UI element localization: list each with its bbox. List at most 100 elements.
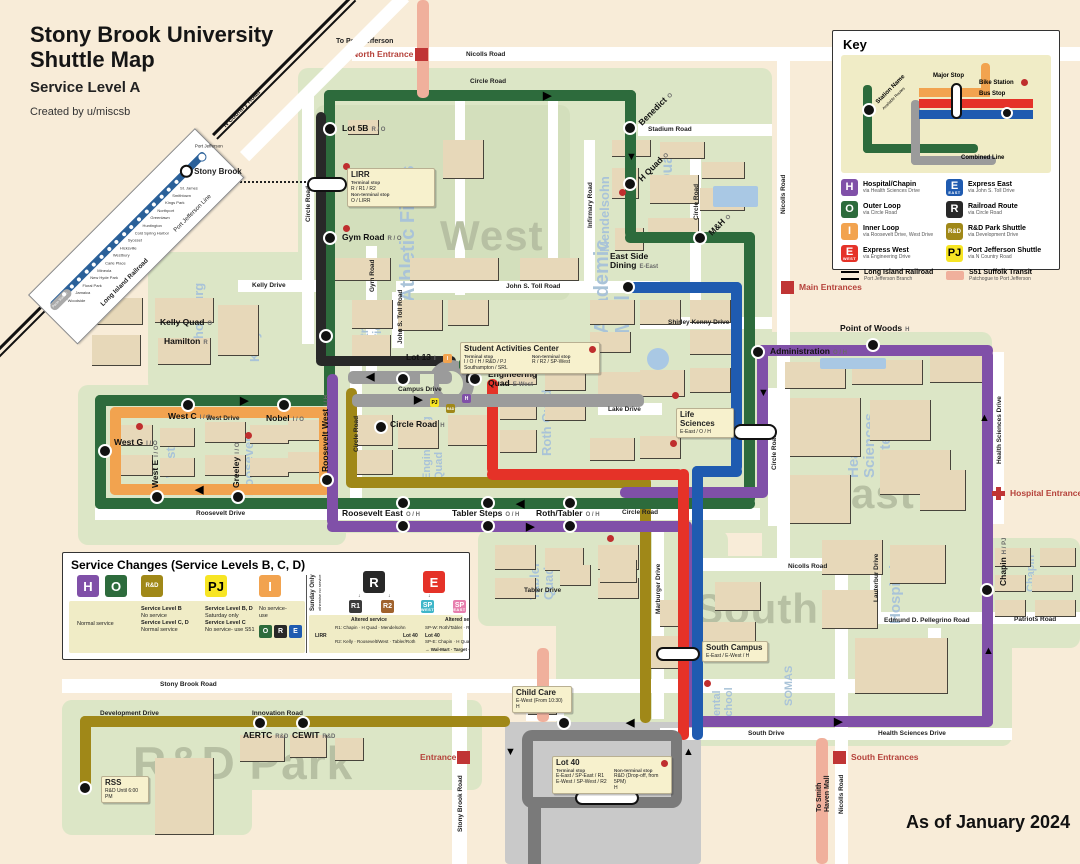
lirr-station-name: Mineola xyxy=(97,267,112,273)
stop-dot-engineering-quad[interactable] xyxy=(468,372,482,386)
building xyxy=(155,758,214,835)
direction-arrow: ▲ xyxy=(983,645,994,657)
stop-dot-m-h[interactable] xyxy=(693,231,707,245)
route-segment-rd xyxy=(346,388,357,486)
stop-dot-h-quad[interactable] xyxy=(623,177,637,191)
street-label: John S. Toll Road xyxy=(397,289,404,344)
sc-text: Altered service xyxy=(351,617,387,623)
lirr-station-name: Carle Place xyxy=(105,260,126,266)
direction-arrow: ▶ xyxy=(414,394,423,406)
entrance-marker xyxy=(833,751,846,764)
key-panel: Key Station Name Available Routes Major … xyxy=(832,30,1060,281)
stop-dot-roosevelt-east[interactable] xyxy=(396,519,410,533)
major-stop-pill-lirr[interactable] xyxy=(307,177,347,192)
route-segment-h xyxy=(327,374,338,526)
stop-dot-west-g[interactable] xyxy=(98,444,112,458)
street-label: Health Sciences Drive xyxy=(878,730,946,737)
street-label: Circle Road xyxy=(470,78,507,85)
building xyxy=(352,450,393,475)
stop-dot-nobel[interactable] xyxy=(277,398,291,412)
stop-label-roosevelt-west: Roosevelt WestI / H xyxy=(320,394,330,472)
stop-dot-chapin[interactable] xyxy=(980,583,994,597)
key-diagram: Station Name Available Routes Major Stop… xyxy=(841,55,1051,173)
street-label: Health Sciences Drive xyxy=(996,396,1003,464)
route-segment-rd xyxy=(640,477,651,723)
stop-dot-administration[interactable] xyxy=(751,345,765,359)
route-segment-h xyxy=(757,345,768,497)
building xyxy=(443,140,484,179)
street-label: Gym Road xyxy=(369,259,376,292)
route-segment-o xyxy=(625,232,755,243)
stop-dot-gym-road[interactable] xyxy=(323,231,337,245)
stop-dot-west-c[interactable] xyxy=(181,398,195,412)
route-segment-o xyxy=(95,498,755,509)
sc-text: Altered service xyxy=(445,617,470,623)
sc-badge: R xyxy=(363,571,385,593)
road xyxy=(584,140,595,292)
stop-dot-tabler-steps[interactable] xyxy=(481,519,495,533)
building xyxy=(205,422,246,443)
entrance-label: South Entrances xyxy=(851,752,919,762)
key-station-dot xyxy=(862,103,876,117)
stop-dot-tabler-steps[interactable] xyxy=(481,496,495,510)
bike-station-dot xyxy=(343,225,350,232)
street-label: Circle Road xyxy=(693,183,700,220)
key-bike-dot xyxy=(1021,79,1028,86)
building xyxy=(1035,600,1076,617)
bike-station-dot xyxy=(245,432,252,439)
stop-dot-west-e[interactable] xyxy=(150,490,164,504)
sc-text: ↓ xyxy=(388,593,391,599)
major-stop-pill-life-sciences[interactable] xyxy=(733,424,777,440)
stop-dot-roosevelt-east[interactable] xyxy=(396,496,410,510)
direction-arrow: ▶ xyxy=(240,395,249,407)
stop-dot-east-side-dining[interactable] xyxy=(621,280,635,294)
stop-dot-circle-road[interactable] xyxy=(374,420,388,434)
stop-dot-greeley[interactable] xyxy=(231,490,245,504)
sac-route-bullet-H: H xyxy=(462,394,471,403)
stop-label-greeley: GreeleyI / O xyxy=(231,442,241,488)
key-combined-line-label: Combined Line xyxy=(961,155,1005,161)
stop-dot-roth-tabler[interactable] xyxy=(563,519,577,533)
road xyxy=(62,679,942,693)
stop-dot-aertc[interactable] xyxy=(253,716,267,730)
road xyxy=(660,728,1012,740)
lirr-station-name: Greenlawn xyxy=(150,215,170,221)
sc-badge-RD: R&D xyxy=(141,575,163,597)
lirr-station-name: Huntington xyxy=(142,222,162,228)
sc-text: ↓ xyxy=(358,593,361,599)
direction-arrow: ▶ xyxy=(543,90,552,102)
stop-dot-lot-13[interactable] xyxy=(396,372,410,386)
stop-dot-roosevelt-west[interactable] xyxy=(320,473,334,487)
lirr-station-name: Syosset xyxy=(127,237,142,243)
stop-dot-kelly-quad[interactable] xyxy=(319,329,333,343)
building xyxy=(160,458,195,477)
sc-badge: E xyxy=(423,571,445,593)
stop-dot-point-of-woods[interactable] xyxy=(866,338,880,352)
direction-arrow: ▲ xyxy=(979,412,990,424)
key-heading: Key xyxy=(843,37,867,52)
stop-dot-roth-tabler[interactable] xyxy=(563,496,577,510)
stop-dot-cewit[interactable] xyxy=(296,716,310,730)
building xyxy=(410,258,499,281)
building xyxy=(500,430,537,453)
major-stop-pill-south-campus[interactable] xyxy=(656,647,700,661)
stop-dot[interactable] xyxy=(78,781,92,795)
stop-dot-lot-5b[interactable] xyxy=(323,122,337,136)
sc-badge-H: H xyxy=(77,575,99,597)
road xyxy=(95,508,760,520)
building xyxy=(650,175,699,204)
stop-dot[interactable] xyxy=(557,716,571,730)
building xyxy=(250,425,289,444)
stop-dot-benedict[interactable] xyxy=(623,121,637,135)
street-label: Tabler Drive xyxy=(524,587,562,594)
direction-arrow: ▼ xyxy=(505,746,516,758)
